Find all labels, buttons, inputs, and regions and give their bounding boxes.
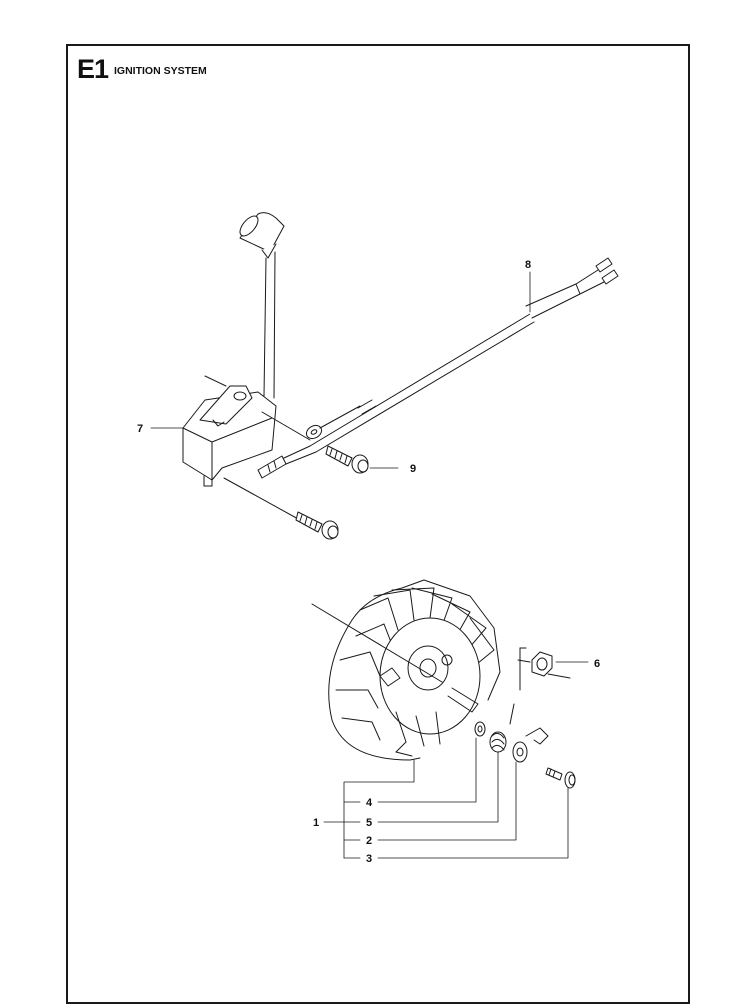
callout-5: 5	[366, 817, 372, 829]
page-frame	[66, 44, 690, 1004]
callout-9: 9	[410, 463, 416, 475]
callout-4: 4	[366, 797, 373, 809]
pawl-spring	[489, 703, 515, 753]
flywheel	[311, 579, 501, 761]
high-tension-lead	[263, 251, 276, 399]
callout-8: 8	[525, 259, 531, 271]
short-circuit-cable	[257, 257, 619, 479]
spark-plug-boot	[239, 212, 285, 259]
ignition-coil	[182, 212, 311, 521]
callout-2: 2	[366, 835, 372, 847]
starter-pawl	[512, 727, 549, 763]
coil-screw-upper	[325, 445, 369, 474]
flywheel-nut	[517, 647, 571, 691]
coil-body	[182, 385, 277, 487]
callout-1: 1	[313, 817, 319, 829]
washer	[474, 721, 486, 737]
coil-screw-lower	[295, 511, 339, 540]
callout-3: 3	[366, 853, 372, 865]
pawl-screw	[545, 767, 576, 789]
callout-6: 6	[594, 658, 600, 670]
callout-7: 7	[137, 423, 143, 435]
section-title: IGNITION SYSTEM	[114, 65, 207, 77]
section-code: E1	[77, 54, 109, 84]
leader-lines	[150, 271, 589, 859]
